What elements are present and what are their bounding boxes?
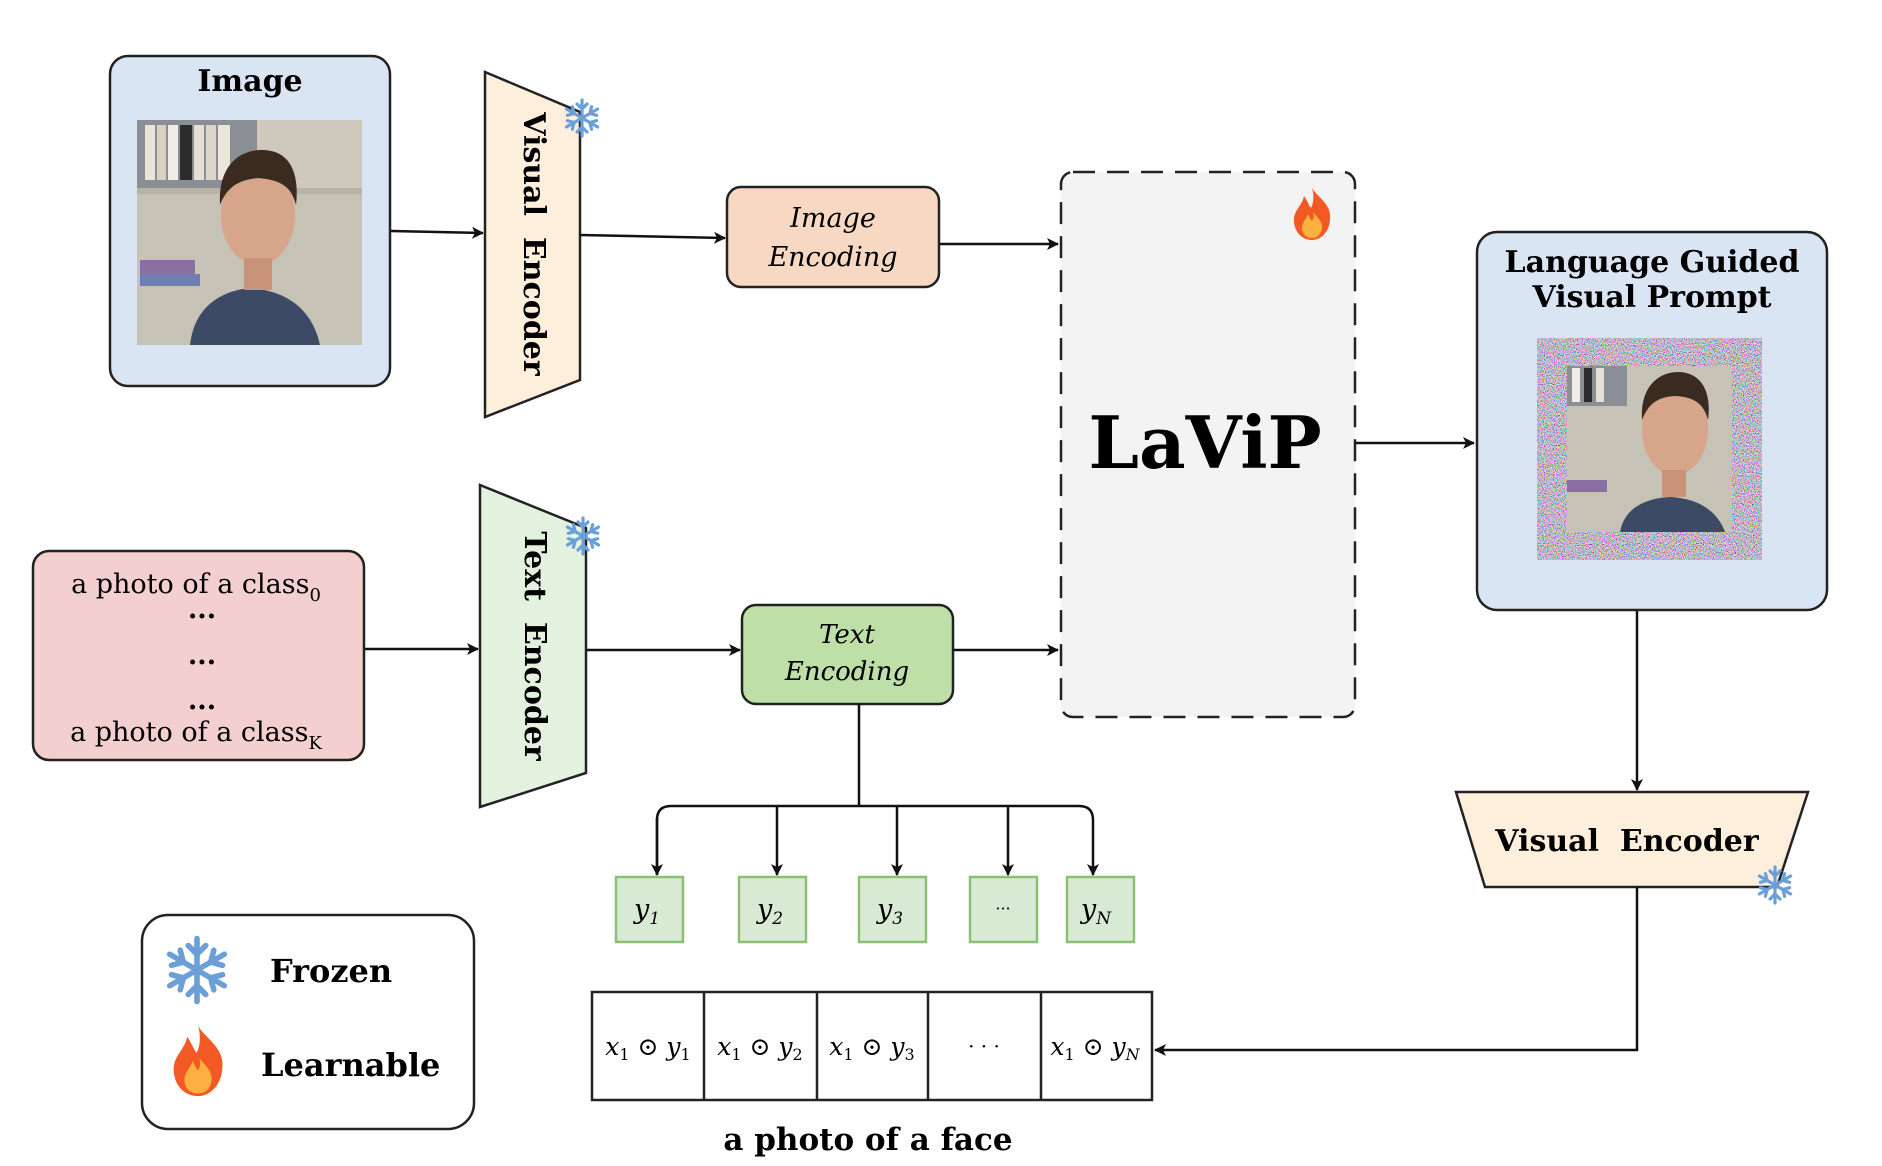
legend: Frozen Learnable bbox=[140, 913, 476, 1131]
image-encoding-line1: Image bbox=[789, 203, 876, 234]
product-row-caption: a photo of a face bbox=[723, 1122, 1012, 1158]
prompt-dots-2: ... bbox=[188, 640, 216, 671]
similarity-product-row: x1 ⊙ y1 x1 ⊙ y2 x1 ⊙ y3 · · · x1 ⊙ yN bbox=[590, 990, 1154, 1102]
svg-text:y2: y2 bbox=[756, 894, 783, 929]
token-yN: yN bbox=[1065, 875, 1136, 944]
text-encoder-label: Text Encoder bbox=[517, 531, 552, 762]
text-encoding-box: Text Encoding bbox=[740, 603, 955, 706]
language-guided-visual-prompt-box: Language Guided Visual Prompt bbox=[1475, 230, 1829, 612]
prompted-face-photo bbox=[1537, 338, 1762, 560]
visual-encoder-top-label: Visual Encoder bbox=[516, 111, 551, 377]
svg-text:y1: y1 bbox=[633, 894, 660, 929]
svg-text:···: ··· bbox=[995, 899, 1010, 918]
prompt-first-line: a photo of a class0 bbox=[71, 569, 321, 606]
visual-encoder-bottom: Visual Encoder bbox=[1454, 790, 1810, 905]
text-embedding-tokens: y1 y2 y3 ··· yN bbox=[614, 875, 1136, 944]
text-encoding-line1: Text bbox=[819, 620, 875, 650]
product-cell-2: x1 ⊙ y2 bbox=[717, 1032, 802, 1064]
image-encoding-box: Image Encoding bbox=[725, 185, 941, 289]
prompt-dots-1: ... bbox=[188, 594, 216, 625]
svg-text:yN: yN bbox=[1080, 894, 1112, 929]
legend-learnable-label: Learnable bbox=[261, 1046, 440, 1084]
lavip-module: LaViP bbox=[1059, 170, 1357, 719]
arrow-image-to-visual-encoder bbox=[390, 226, 484, 239]
prompt-box-title-line2: Visual Prompt bbox=[1531, 280, 1771, 315]
image-encoding-line2: Encoding bbox=[767, 242, 897, 273]
token-y1: y1 bbox=[614, 875, 685, 944]
product-cell-3: x1 ⊙ y3 bbox=[829, 1032, 914, 1064]
visual-encoder-top: Visual Encoder bbox=[483, 70, 600, 419]
token-y3: y3 bbox=[857, 875, 928, 944]
product-cell-N: x1 ⊙ yN bbox=[1050, 1032, 1140, 1064]
connectors bbox=[365, 226, 1643, 1056]
lavip-label: LaViP bbox=[1088, 400, 1321, 485]
image-box-title: Image bbox=[197, 64, 302, 99]
visual-encoder-bottom-label: Visual Encoder bbox=[1494, 824, 1760, 859]
prompt-last-line: a photo of a classK bbox=[70, 717, 322, 754]
class-prompts-box: a photo of a class0 ... ... ... a photo … bbox=[31, 549, 366, 762]
arrow-visual-encoder-to-products bbox=[1154, 887, 1639, 1056]
text-encoding-fanout bbox=[651, 704, 1099, 876]
token-ellipsis: ··· bbox=[968, 875, 1039, 944]
product-cell-ellipsis: · · · bbox=[968, 1034, 1000, 1058]
prompt-box-title-line1: Language Guided bbox=[1505, 245, 1800, 280]
product-cell-1: x1 ⊙ y1 bbox=[605, 1032, 690, 1064]
token-y2: y2 bbox=[737, 875, 808, 944]
svg-text:y3: y3 bbox=[876, 894, 903, 929]
text-encoding-line2: Encoding bbox=[784, 657, 909, 687]
arrow-visual-encoder-to-image-encoding bbox=[579, 231, 726, 244]
text-encoder: Text Encoder bbox=[478, 483, 601, 809]
legend-frozen-label: Frozen bbox=[270, 952, 392, 990]
prompt-dots-3: ... bbox=[188, 685, 216, 716]
image-input-box: Image bbox=[108, 54, 392, 388]
face-photo bbox=[137, 120, 362, 345]
